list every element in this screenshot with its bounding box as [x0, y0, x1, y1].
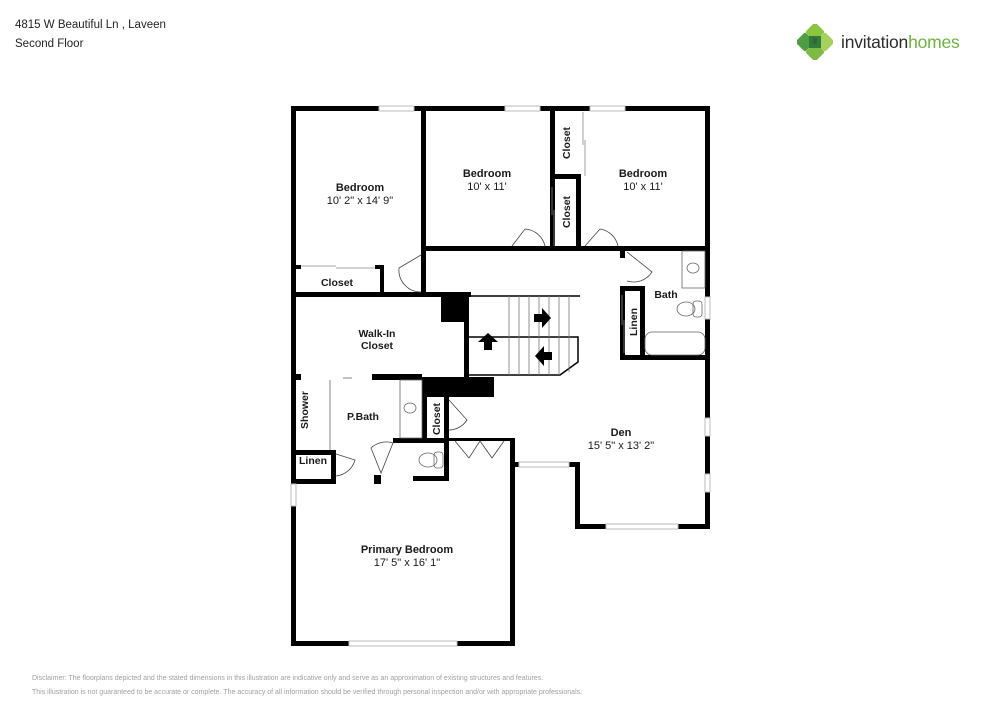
staircase [469, 295, 580, 376]
arrow-right-icon [534, 308, 551, 328]
bath-vanity [681, 250, 706, 289]
disclaimer-line1: Disclaimer: The floorplans depicted and … [32, 675, 544, 682]
brand-wordmark: invitationhomes [841, 32, 960, 53]
property-header: 4815 W Beautiful Ln , Laveen Second Floo… [15, 16, 166, 54]
arrow-left-icon [535, 346, 552, 366]
closet-pbath-label: Closet [431, 402, 443, 435]
bedroom3-name: Bedroom [619, 168, 668, 180]
bedroom3-dims: 10' x 11' [623, 181, 662, 193]
bedroom1-dims: 10' 2" x 14' 9" [327, 195, 394, 207]
closet-upper-label: Closet [561, 126, 573, 159]
invitation-homes-logo: invitationhomes [797, 24, 960, 60]
linen-bath-label: Linen [628, 308, 640, 336]
clover-logo-icon [797, 24, 833, 60]
primary-bedroom-dims: 17' 5" x 16' 1" [374, 557, 441, 569]
bath-label: Bath [654, 289, 677, 301]
pbath-sink-icon [403, 402, 417, 414]
floor-label: Second Floor [15, 38, 84, 50]
windows [290, 105, 711, 647]
closet-lower-label: Closet [561, 195, 573, 228]
arrow-up-icon [478, 333, 498, 350]
bedroom1-name: Bedroom [336, 182, 385, 194]
brand-word-homes: homes [908, 31, 960, 52]
property-address: 4815 W Beautiful Ln , Laveen [15, 19, 166, 31]
disclaimer: Disclaimer: The floorplans depicted and … [32, 672, 582, 700]
brand-word-invitation: invitation [841, 31, 909, 52]
bedroom2-name: Bedroom [463, 168, 512, 180]
closet-bed1-label: Closet [321, 277, 354, 289]
bathtub-icon [644, 331, 706, 356]
sink-icon [686, 262, 700, 274]
disclaimer-line2: This illustration is not guaranteed to b… [32, 689, 583, 696]
stair-arrows [478, 308, 552, 366]
den-name: Den [611, 427, 632, 439]
swing-doors [335, 228, 653, 477]
walk-in-line2: Closet [361, 340, 394, 352]
sliding-doors [301, 112, 625, 353]
toilet-icon [676, 301, 696, 317]
shower-label: Shower [299, 391, 311, 429]
pbath-toilet-icon [418, 452, 438, 468]
primary-bedroom-name: Primary Bedroom [361, 544, 454, 556]
pbath-label: P.Bath [347, 411, 379, 423]
pbath-vanity [399, 379, 423, 439]
linen-pbath-label: Linen [299, 455, 327, 467]
walk-in-line1: Walk-In [359, 328, 396, 340]
bedroom2-dims: 10' x 11' [467, 181, 506, 193]
den-dims: 15' 5" x 13' 2" [588, 440, 655, 452]
fixtures [329, 250, 706, 469]
room-labels: Bedroom 10' 2" x 14' 9" Bedroom 10' x 11… [299, 126, 678, 569]
